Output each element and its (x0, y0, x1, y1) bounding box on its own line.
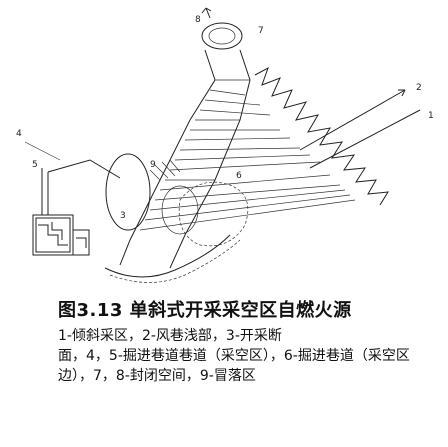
surface-structure (32, 214, 90, 256)
label-5: 5 (32, 160, 38, 170)
bottom-drift-dash (109, 239, 241, 283)
goaf-boundary-zigzag (254, 66, 389, 206)
label-6: 6 (236, 171, 242, 181)
label-8: 8 (195, 15, 201, 25)
extraction-rooms (139, 79, 356, 231)
right-slope-arrow (398, 89, 406, 97)
label-2: 2 (416, 83, 422, 93)
right-slope-line (299, 89, 406, 151)
label-1: 1 (428, 111, 434, 121)
label-3: 3 (120, 211, 126, 221)
figure-legend-line-3: 边），7，8-封闭空间，9-冒落区 (58, 368, 256, 384)
figure-legend-line-1: 1-倾斜采区，2-风巷浅部，3-开采断 (58, 328, 282, 344)
left-short-slope (24, 141, 61, 161)
top-oval-inner (208, 27, 236, 45)
caving-area (178, 181, 249, 247)
top-oval-airway (201, 22, 243, 50)
figure-caption-title: 图3.13 单斜式开采采空区自燃火源 (58, 300, 352, 321)
label-4: 4 (16, 129, 22, 139)
room-circle-a (105, 153, 151, 231)
hatched-zone (149, 159, 181, 181)
main-drift-left (119, 49, 216, 266)
label-7: 7 (258, 26, 264, 36)
entry-arrow (201, 7, 212, 19)
left-shaft (41, 168, 49, 215)
mine-goaf-diagram: 8 7 2 4 9 5 1 3 6 (16, 7, 434, 283)
left-slope (47, 159, 121, 179)
figure-legend-line-2: 面，4，5-掘进巷道巷道（采空区），6-掘进巷道（采空区 (58, 348, 410, 364)
right-slope-line-2 (309, 109, 421, 169)
room-circle-b (161, 185, 199, 235)
bottom-drift (104, 234, 231, 278)
label-9: 9 (150, 160, 156, 170)
main-drift-right (169, 49, 251, 269)
